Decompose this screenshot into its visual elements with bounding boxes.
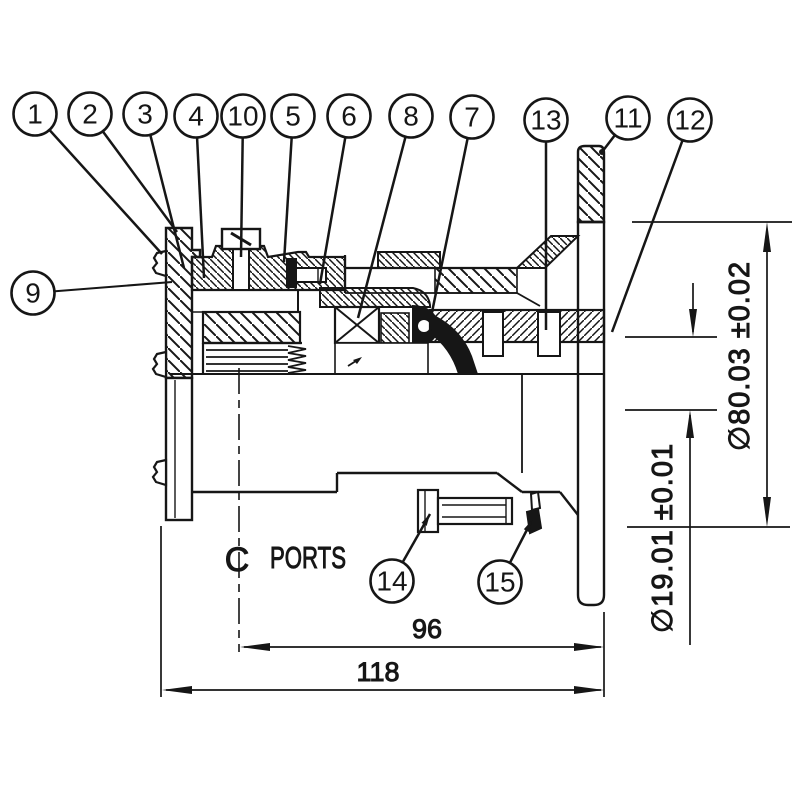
svg-text:3: 3 [137,99,153,130]
callout-13: 13 [523,97,569,143]
callout-6: 6 [326,93,372,139]
callout-1: 1 [12,91,58,137]
callout-11: 11 [605,95,651,141]
hex-bolt [416,488,514,534]
cam-ring [319,287,431,308]
callout-4: 4 [173,93,219,139]
left-flange-lower [164,376,194,522]
callout-3: 3 [122,91,168,137]
svg-text:2: 2 [82,99,98,130]
gear-hub [201,310,302,345]
svg-text:8: 8 [403,101,419,132]
dimensions: ∅80.03 ±0.02 ∅19.01 ±0.01 96 118 C PORTS [160,221,792,697]
left-flange-upper [164,226,202,380]
dim-diameter-shaft: ∅19.01 ±0.01 [647,283,697,645]
cross-section [151,144,606,607]
callout-7: 7 [449,94,495,140]
dim-length-96: 96 [240,614,604,651]
svg-text:4: 4 [188,101,204,132]
svg-text:1: 1 [27,99,43,130]
dim-118-text: 118 [356,657,399,687]
flange-gusset [514,235,581,269]
callout-12: 12 [667,97,713,143]
svg-text:10: 10 [227,101,258,132]
bearing-spacer [380,312,410,344]
seal-carrier-band [428,308,606,344]
right-flange-ear [576,144,606,224]
svg-text:7: 7 [464,102,480,133]
svg-text:14: 14 [376,566,407,597]
svg-text:11: 11 [613,103,642,134]
body-boss [377,251,441,269]
callout-15: 15 [477,559,523,605]
centerline-symbol: C [225,541,250,579]
svg-text:5: 5 [285,101,301,132]
svg-text:6: 6 [341,101,357,132]
callout-balloons: 1 2 3 4 10 5 6 8 [10,91,713,605]
body-outline-lower [192,471,579,516]
flange-bolt-head [151,249,168,278]
dim-diameter-outer: ∅80.03 ±0.02 [724,222,771,527]
dim-diameter-outer-text: ∅80.03 ±0.02 [724,261,756,451]
svg-text:9: 9 [25,278,41,309]
callout-10: 10 [220,93,266,139]
bolt-hole-slot [482,311,504,357]
flange-bolt-head [151,458,168,487]
svg-text:15: 15 [484,567,515,598]
callout-2: 2 [67,91,113,137]
flow-arrow [347,357,362,367]
dim-96-text: 96 [412,614,442,644]
flange-bolt-head [151,350,168,379]
callout-9: 9 [10,270,56,316]
svg-text:12: 12 [674,105,705,136]
dim-length-118: 118 [162,657,604,694]
callout-5: 5 [270,93,316,139]
seal-gap [286,258,297,288]
callout-14: 14 [369,558,415,604]
splined-shaft [201,341,307,374]
bearing-inner-race [334,342,429,375]
dim-diameter-shaft-text: ∅19.01 ±0.01 [647,443,679,633]
svg-text:13: 13 [530,105,561,136]
body-wall-hatch [434,267,518,294]
callout-8: 8 [388,93,434,139]
ports-label: PORTS [270,540,346,575]
right-flange-plate [576,220,606,607]
bolt-hole-slot [537,311,561,357]
